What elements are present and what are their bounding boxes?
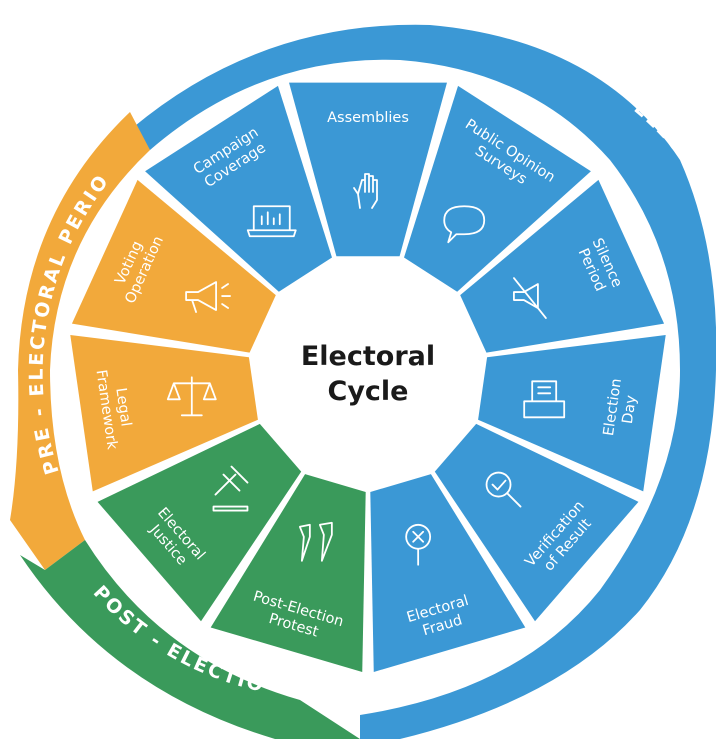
segment-legal-framework (70, 335, 258, 492)
segment-label-line: Assemblies (327, 110, 409, 126)
megaphone-icon (185, 281, 231, 313)
gavel-icon (212, 465, 249, 512)
electoral-period-ring (130, 24, 716, 739)
segment-label-assemblies: Assemblies (327, 110, 409, 126)
scales-icon (166, 376, 217, 417)
magnifier-check-icon-shape (485, 471, 522, 508)
magnifier-x-icon (405, 523, 432, 566)
segment-icons-layer (166, 173, 566, 566)
pre-electoral-period-ring (10, 112, 150, 570)
post-election-ring (20, 540, 360, 739)
scales-icon-shape (166, 376, 217, 417)
raised-fists-icon (298, 521, 333, 562)
segment-election-day (478, 335, 666, 492)
raised-fists-icon-shape (298, 521, 333, 562)
segment-electoral-fraud (370, 474, 526, 672)
megaphone-icon-shape (185, 281, 231, 313)
raised-hand-icon (353, 173, 378, 209)
laptop-chart-icon-shape (246, 205, 297, 238)
segment-electoral-justice (97, 423, 302, 622)
segment-campaign-coverage (145, 85, 332, 292)
segment-label-line: Day (620, 394, 640, 425)
segment-assemblies (289, 82, 447, 257)
segment-verification-of-result (434, 423, 639, 622)
ballot-box-icon-shape (523, 380, 566, 419)
segment-label-line: Legal (112, 387, 133, 428)
ballot-box-icon (523, 380, 566, 419)
gavel-icon-shape (212, 465, 249, 512)
magnifier-x-icon-shape (405, 523, 432, 566)
magnifier-check-icon (485, 471, 522, 508)
laptop-chart-icon (246, 205, 297, 238)
raised-hand-icon-shape (353, 173, 378, 209)
muted-megaphone-icon (513, 277, 547, 319)
segment-voting-operation (71, 179, 276, 353)
center-circle (256, 260, 480, 484)
center-title-line1: Electoral (301, 341, 435, 372)
speech-bubble-icon (443, 205, 486, 244)
speech-bubble-icon-shape (443, 205, 486, 244)
center-title-line2: Cycle (328, 376, 409, 407)
muted-megaphone-icon-shape (513, 277, 547, 319)
segment-silence-period (460, 179, 665, 353)
